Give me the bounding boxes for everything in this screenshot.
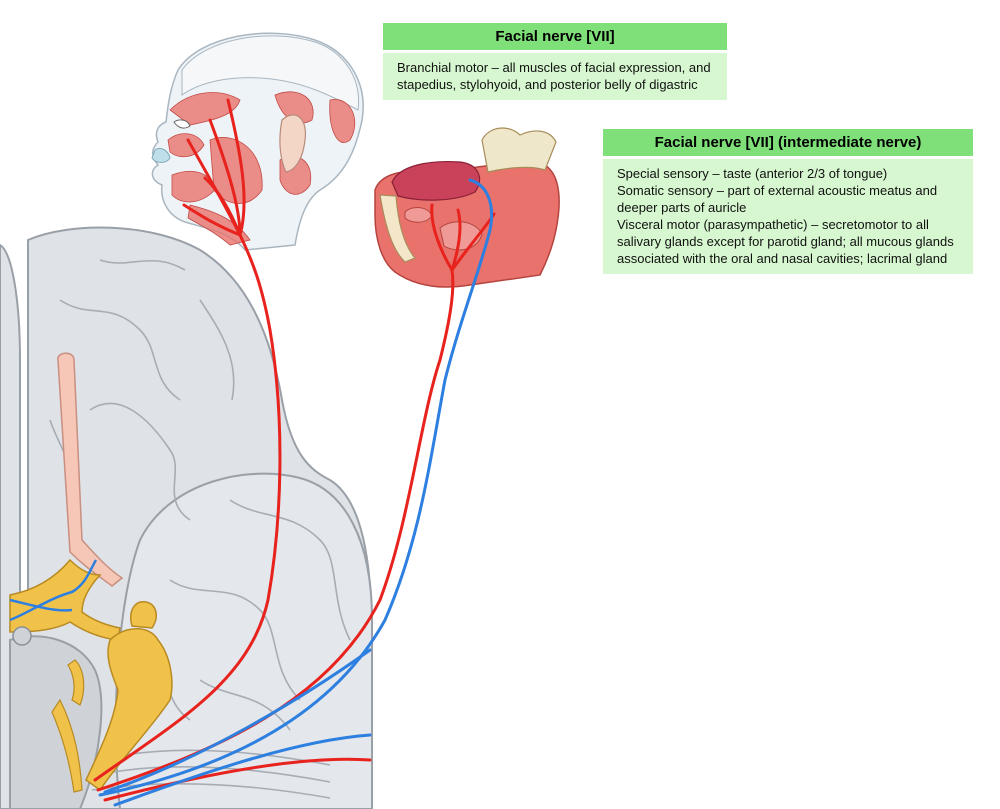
facial-motor-branches	[93, 98, 282, 782]
eye	[173, 119, 191, 129]
optic-chiasm	[9, 558, 121, 646]
intermediate-nerve-title: Facial nerve [VII] (intermediate nerve)	[603, 129, 973, 156]
skull-bone	[481, 127, 557, 173]
intermediate-nerve-line: Visceral motor (parasympathetic) – secre…	[617, 217, 929, 232]
facial-nerve-callout: Facial nerve [VII] Branchial motor – all…	[383, 23, 727, 100]
intermediate-nerve-blue	[98, 178, 494, 807]
head-illustration	[151, 32, 364, 251]
tongue	[391, 160, 481, 201]
mouth-illustration	[374, 127, 560, 288]
intermediate-nerve-line: salivary glands except for parotid gland…	[617, 234, 954, 249]
ear	[279, 114, 307, 173]
facial-nerve-line: Branchial motor – all muscles of facial …	[397, 60, 711, 75]
intermediate-nerve-line: Somatic sensory – part of external acous…	[617, 183, 938, 198]
olfactory-tract	[57, 352, 124, 587]
nerve-pathways	[93, 98, 496, 807]
intermediate-nerve-line: deeper parts of auricle	[617, 200, 747, 215]
brain-illustration	[0, 226, 373, 809]
facial-nerve-line: stapedius, stylohyoid, and posterior bel…	[397, 77, 698, 92]
facial-nerve-title: Facial nerve [VII]	[383, 23, 727, 50]
nose-cartilage	[151, 147, 171, 163]
intermediate-nerve-callout: Facial nerve [VII] (intermediate nerve) …	[603, 129, 973, 274]
facial-nerve-description: Branchial motor – all muscles of facial …	[383, 53, 727, 100]
trigeminal-nerve	[51, 601, 173, 793]
intermediate-nerve-description: Special sensory – taste (anterior 2/3 of…	[603, 159, 973, 274]
scalp	[181, 35, 360, 111]
intermediate-nerve-line: associated with the oral and nasal cavit…	[617, 251, 948, 266]
mandible	[379, 194, 416, 263]
intermediate-nerve-line: Special sensory – taste (anterior 2/3 of…	[617, 166, 888, 181]
